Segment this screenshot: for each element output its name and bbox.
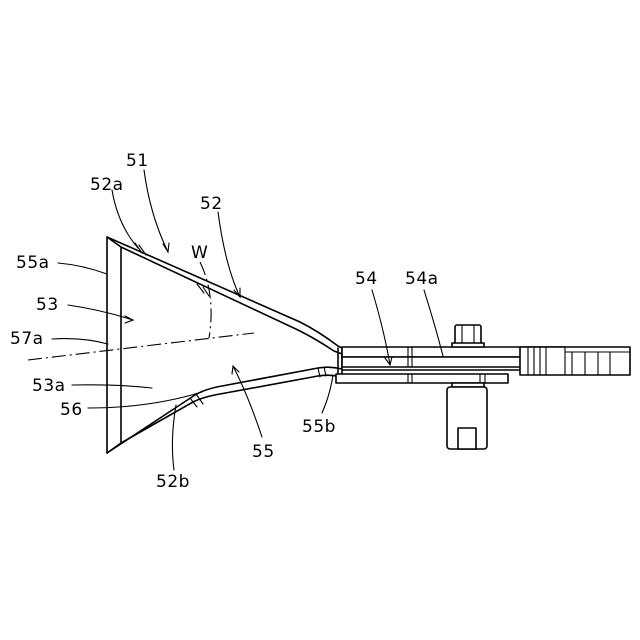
center-axis-57a [28, 333, 254, 360]
label-51: 51 [126, 151, 149, 171]
label-54: 54 [355, 269, 378, 289]
label-53: 53 [36, 295, 59, 315]
mounting-bracket [336, 325, 630, 449]
label-55a: 55a [16, 253, 50, 273]
label-55b: 55b [302, 417, 336, 437]
label-53a: 53a [32, 376, 66, 396]
label-57a: 57a [10, 329, 44, 349]
label-52b: 52b [156, 472, 190, 492]
label-54a: 54a [405, 269, 439, 289]
label-52a: 52a [90, 175, 124, 195]
label-52: 52 [200, 194, 223, 214]
reference-labels: 51 52a 52 W 54 54a 55a 53 57a 53a 56 55b… [10, 151, 439, 492]
label-55: 55 [252, 442, 275, 462]
label-56: 56 [60, 400, 83, 420]
angle-w-line [200, 262, 211, 338]
label-w: W [191, 243, 208, 263]
